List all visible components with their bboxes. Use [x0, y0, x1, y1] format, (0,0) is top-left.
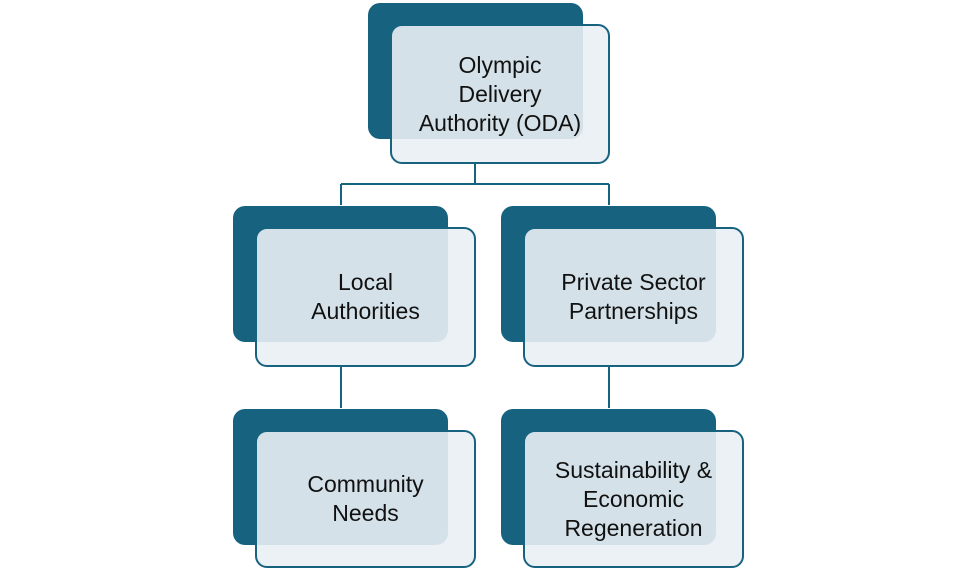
node-sustain-line1: Sustainability & — [554, 456, 713, 483]
node-sustain-box: Sustainability & Economic Regeneration — [523, 430, 744, 568]
connector-oda-to-branches — [340, 163, 610, 205]
node-local-label: Local Authorities — [311, 268, 420, 326]
node-community-label: Community Needs — [307, 470, 423, 528]
node-oda-line2: Delivery — [458, 80, 542, 107]
node-sustain-line2: Economic — [583, 485, 684, 512]
node-oda-line1: Olympic — [458, 51, 542, 78]
node-oda-line3: Authority (ODA) — [418, 109, 582, 136]
node-community-line2: Needs — [332, 500, 399, 526]
node-oda-label: Olympic Delivery Authority (ODA) — [419, 51, 581, 138]
node-oda-box: Olympic Delivery Authority (ODA) — [390, 24, 610, 164]
node-community-line1: Community — [307, 471, 424, 497]
node-sustain-label: Sustainability & Economic Regeneration — [555, 456, 712, 543]
node-private-box: Private Sector Partnerships — [523, 227, 744, 367]
node-community-box: Community Needs — [255, 430, 476, 568]
node-local-box: Local Authorities — [255, 227, 476, 367]
node-private-label: Private Sector Partnerships — [561, 268, 705, 326]
node-private-line2: Partnerships — [568, 298, 699, 324]
node-local-line2: Authorities — [311, 298, 420, 324]
node-local-line1: Local — [338, 269, 393, 295]
node-private-line1: Private Sector — [561, 269, 706, 295]
node-sustain-line3: Regeneration — [564, 514, 703, 541]
